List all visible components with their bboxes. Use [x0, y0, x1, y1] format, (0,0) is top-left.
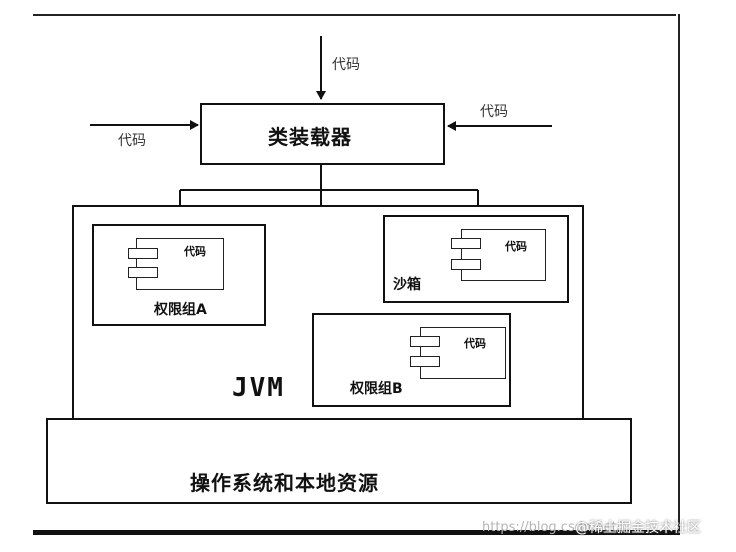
group-b-label: 权限组B — [350, 381, 403, 397]
group-a-label: 权限组A — [154, 302, 207, 318]
code-label-left: 代码 — [118, 133, 146, 149]
code-label-right: 代码 — [480, 104, 508, 120]
jvm-label: JVM — [232, 373, 285, 403]
permission-group-b-box: 代码 权限组B — [312, 313, 511, 407]
os-resources-box: 操作系统和本地资源 — [46, 418, 632, 504]
right-border-line — [678, 14, 680, 534]
code-label-top: 代码 — [332, 57, 360, 73]
sandbox-box: 代码 沙箱 — [383, 215, 569, 303]
top-border-line — [33, 14, 676, 16]
watermark-brand: @稀土掘金技术社区 — [575, 520, 701, 536]
sandbox-code-label: 代码 — [505, 240, 527, 253]
permission-group-a-box: 代码 权限组A — [92, 224, 266, 326]
group-a-code-label: 代码 — [184, 245, 206, 258]
os-resources-label: 操作系统和本地资源 — [190, 471, 379, 495]
component-icon-sandbox — [461, 229, 546, 281]
component-icon-b — [420, 327, 506, 379]
bottom-border-line — [33, 530, 680, 535]
class-loader-label: 类装载器 — [268, 125, 352, 149]
class-loader-box: 类装载器 — [200, 103, 445, 165]
sandbox-label: 沙箱 — [393, 277, 421, 293]
group-b-code-label: 代码 — [464, 337, 486, 350]
component-icon-a — [136, 238, 224, 290]
watermark-url: https://blog.csdn.net/ — [482, 520, 622, 535]
